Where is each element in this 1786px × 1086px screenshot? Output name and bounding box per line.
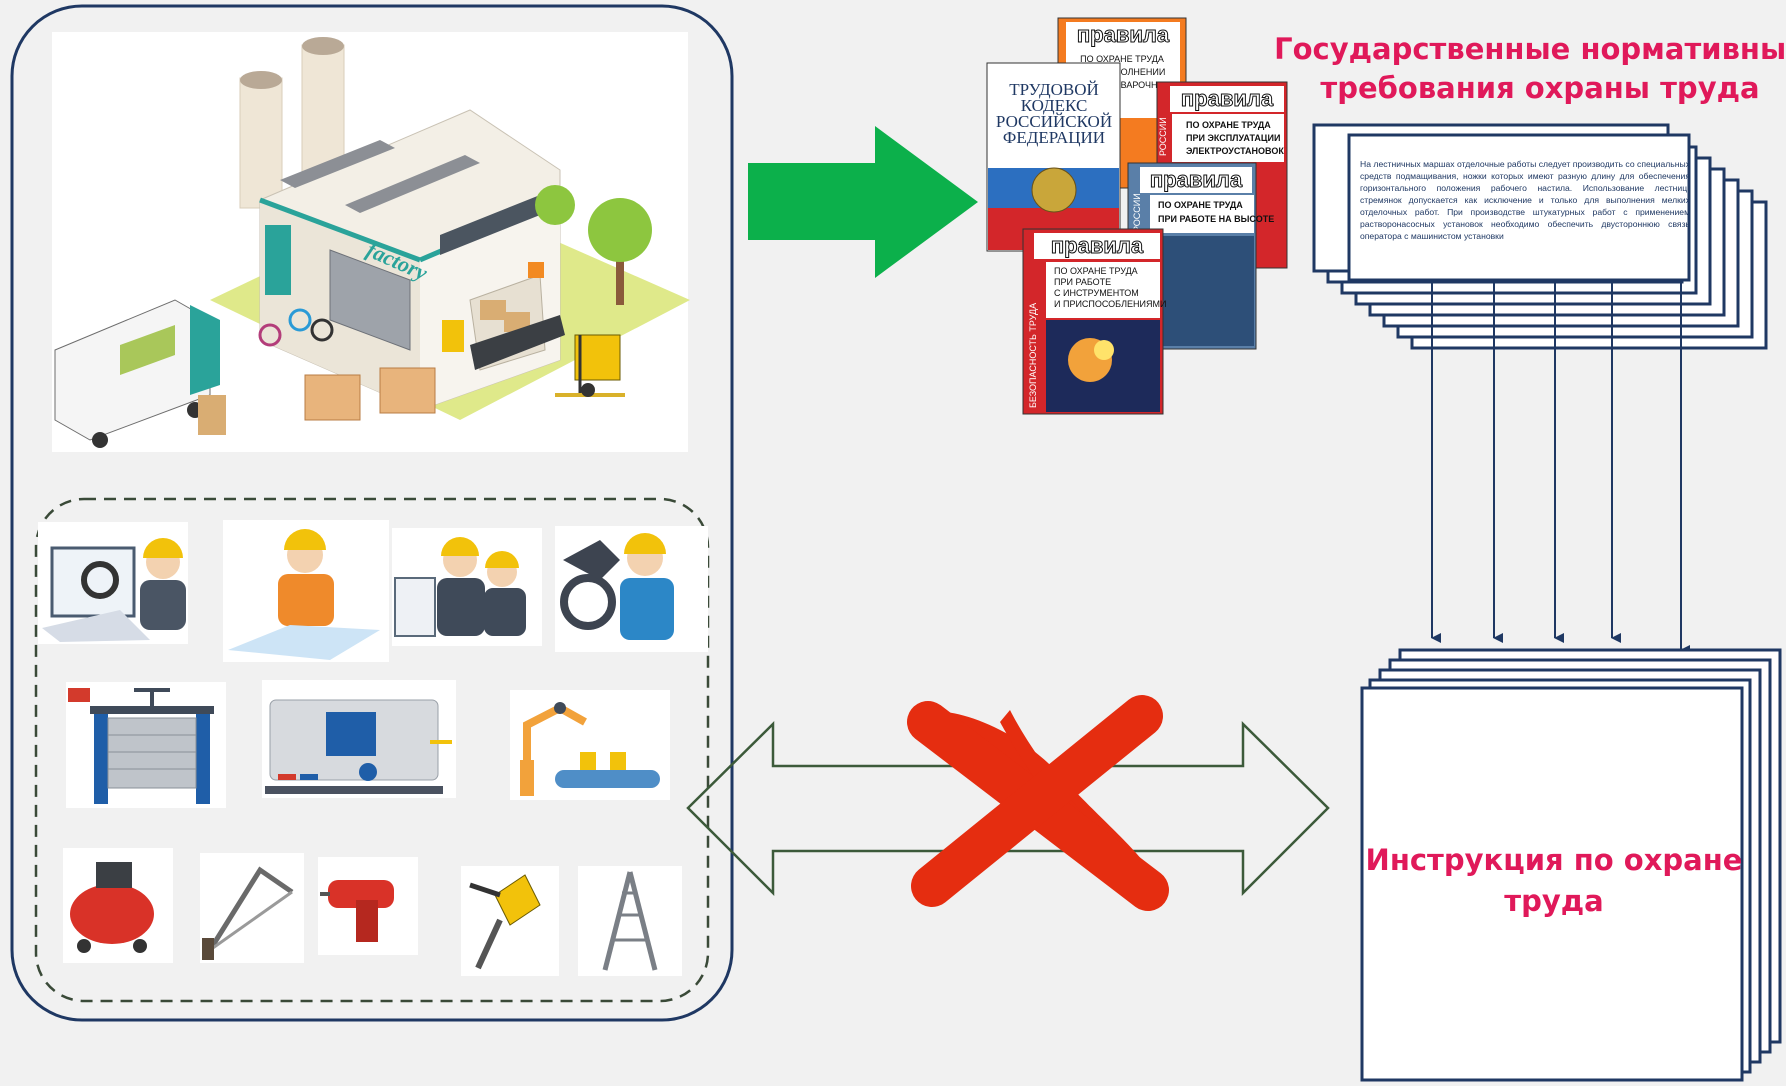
svg-text:ЭЛЕКТРОСВАРОЧНЫХ: ЭЛЕКТРОСВАРОЧНЫХ: [1073, 80, 1172, 90]
svg-text:ЭЛЕКТРОУСТАНОВОК: ЭЛЕКТРОУСТАНОВОК: [1186, 146, 1284, 156]
labor-code-book: ТРУДОВОЙ КОДЕКС РОССИЙСКОЙ ФЕДЕРАЦИИ: [986, 62, 1121, 252]
regulation-documents-stack: [1312, 123, 1768, 350]
svg-text:РОССИИ: РОССИИ: [1158, 117, 1168, 156]
svg-text:ПРИ РАБОТЕ: ПРИ РАБОТЕ: [1054, 277, 1111, 287]
svg-text:И ПРИСПОСОБЛЕНИЯМИ: И ПРИСПОСОБЛЕНИЯМИ: [1054, 299, 1166, 309]
rolling-machine-icon: [66, 682, 226, 808]
instruction-label-line1: Инструкция по охране: [1365, 843, 1743, 877]
instruction-label: Инструкция по охране труда: [1362, 840, 1746, 922]
svg-text:ФЕДЕРАЦИИ: ФЕДЕРАЦИИ: [1003, 128, 1105, 147]
enterprise-container: [10, 4, 734, 1022]
regulations-heading-line2: требования охраны труда: [1320, 71, 1760, 105]
regulation-excerpt-text: На лестничных маршах отделочные работы с…: [1360, 159, 1690, 241]
air-compressor-icon: [63, 848, 173, 963]
rules-electric-book: правила ПО ОХРАНЕ ТРУДА ПРИ ЭКСПЛУАТАЦИИ…: [1156, 81, 1288, 269]
svg-text:РОССИЙСКОЙ: РОССИЙСКОЙ: [996, 112, 1112, 131]
svg-text:ПРИ ЭКСПЛУАТАЦИИ: ПРИ ЭКСПЛУАТАЦИИ: [1186, 133, 1280, 143]
robot-conveyor-icon: [510, 690, 670, 800]
hacksaw-icon: [200, 853, 304, 963]
svg-text:КОДЕКС: КОДЕКС: [1021, 96, 1088, 115]
svg-text:ПО ОХРАНЕ ТРУДА: ПО ОХРАНЕ ТРУДА: [1054, 266, 1138, 276]
worker-engineer-icon: [38, 522, 188, 644]
svg-text:правила: правила: [1077, 22, 1170, 47]
svg-text:ТРУДОВОЙ: ТРУДОВОЙ: [1009, 80, 1099, 99]
workplace-equipment-box: [34, 497, 710, 1003]
factory-illustration: factory: [52, 32, 690, 452]
svg-text:ПО ОХРАНЕ ТРУДА: ПО ОХРАНЕ ТРУДА: [1186, 120, 1271, 130]
rules-tools-book: правила ПО ОХРАНЕ ТРУДА ПРИ РАБОТЕ С ИНС…: [1022, 228, 1166, 415]
svg-text:РОССИИ: РОССИИ: [1132, 193, 1142, 232]
svg-text:ПО ОХРАНЕ ТРУДА: ПО ОХРАНЕ ТРУДА: [1158, 200, 1243, 210]
worker-inspector-icon: [392, 528, 542, 646]
regulations-heading-line1: Государственные нормативные: [1274, 32, 1786, 66]
svg-text:С ИНСТРУМЕНТОМ: С ИНСТРУМЕНТОМ: [1054, 288, 1139, 298]
svg-text:правила: правила: [1181, 86, 1274, 111]
bidirectional-hollow-arrow: [686, 721, 1330, 897]
svg-text:БЕЗОПАСНОСТЬ ТРУДА: БЕЗОПАСНОСТЬ ТРУДА: [1028, 303, 1038, 408]
svg-text:ПРИ ВЫПОЛНЕНИИ: ПРИ ВЫПОЛНЕНИИ: [1079, 67, 1166, 77]
instruction-documents-stack: [1360, 648, 1782, 1082]
red-cross-mark: [907, 695, 1169, 911]
cordless-drill-icon: [318, 857, 418, 955]
worker-manager-icon: [223, 520, 389, 662]
worker-mechanic-icon: [555, 526, 708, 652]
svg-text:ПО ОХРАНЕ ТРУДА: ПО ОХРАНЕ ТРУДА: [1080, 54, 1164, 64]
lathe-machine-icon: [262, 680, 456, 798]
instruction-label-line2: труда: [1504, 884, 1604, 918]
svg-text:ПРИ РАБОТЕ НА ВЫСОТЕ: ПРИ РАБОТЕ НА ВЫСОТЕ: [1158, 214, 1274, 224]
jackhammer-icon: [461, 866, 559, 976]
step-ladder-icon: [578, 866, 682, 976]
document-to-instruction-connectors: [1431, 282, 1690, 655]
regulations-heading: Государственные нормативные требования о…: [1270, 30, 1786, 108]
svg-text:правила: правила: [1051, 233, 1144, 258]
svg-text:правила: правила: [1150, 167, 1243, 192]
green-right-arrow: [748, 126, 978, 278]
